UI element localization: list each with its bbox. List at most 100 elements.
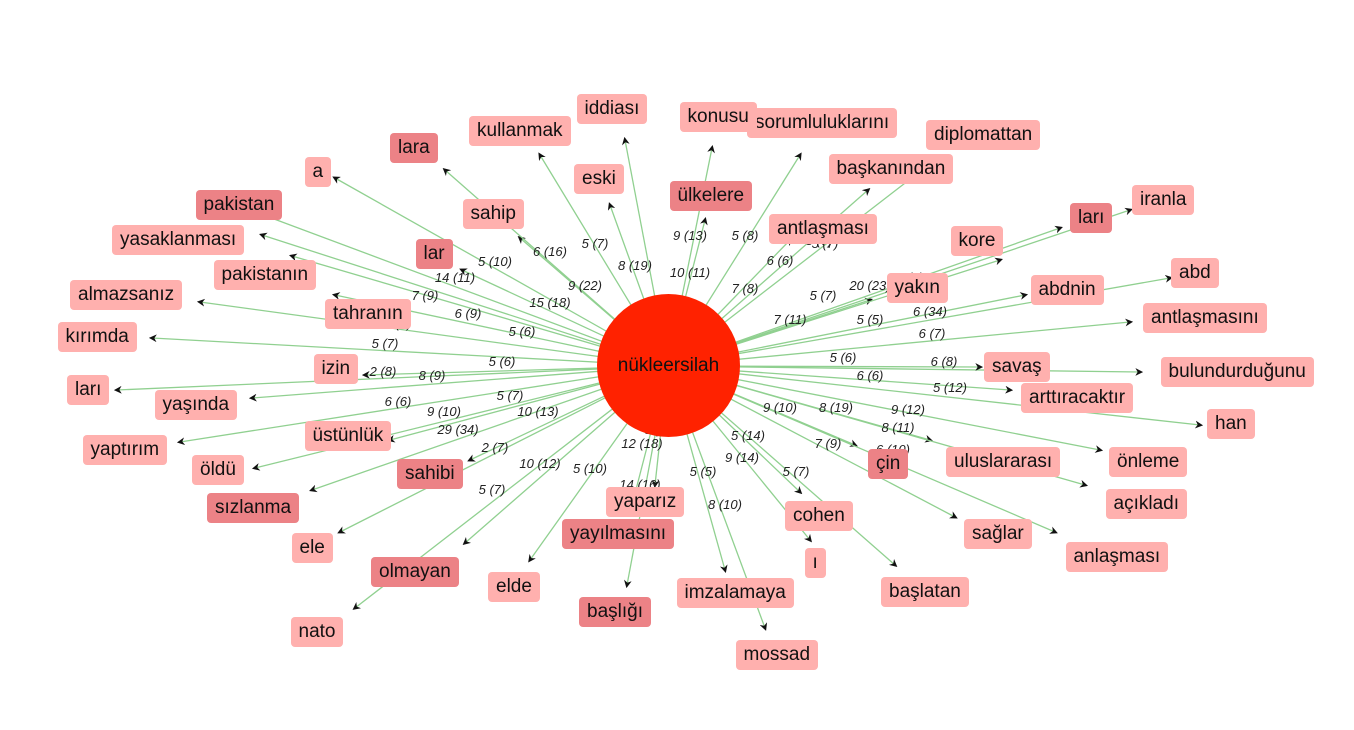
node-label: a	[312, 161, 324, 182]
node-baskanindan[interactable]: başkanından	[828, 154, 954, 184]
node-label: öldü	[200, 459, 236, 480]
node-yapariz[interactable]: yaparız	[606, 487, 685, 517]
edge-label: 7 (8)	[732, 281, 759, 296]
node-iranla[interactable]: iranla	[1132, 185, 1195, 215]
node-tahranin[interactable]: tahranın	[325, 299, 411, 329]
node-olmayan[interactable]: olmayan	[371, 557, 459, 587]
node-cin[interactable]: çin	[868, 449, 909, 479]
node-almazsaniz[interactable]: almazsanız	[70, 280, 183, 310]
node-baslatan[interactable]: başlatan	[881, 577, 969, 607]
node-label: imzalamaya	[684, 582, 786, 603]
node-diplomattan[interactable]: diplomattan	[926, 120, 1041, 150]
node-label: üstünlük	[312, 425, 384, 446]
edge-onleme	[667, 365, 1104, 453]
node-label: kore	[958, 230, 996, 251]
node-sahibi[interactable]: sahibi	[397, 459, 463, 489]
edge-label: 2 (8)	[369, 364, 397, 379]
edge-bulundurdugunu	[667, 365, 1144, 376]
node-kore[interactable]: kore	[950, 226, 1004, 256]
edge-label: 6 (16)	[533, 244, 567, 259]
edge-label: 9 (22)	[568, 278, 602, 293]
node-label: tahranın	[333, 303, 403, 324]
node-abdnin[interactable]: abdnin	[1030, 275, 1104, 305]
node-label: iranla	[1140, 189, 1187, 210]
edge-label: 5 (8)	[732, 228, 759, 243]
edge-label: 10 (12)	[519, 456, 560, 471]
node-ulkelere[interactable]: ülkelere	[669, 181, 753, 211]
node-antlasmasini[interactable]: antlaşmasını	[1143, 303, 1267, 333]
node-label: antlaşmasını	[1151, 307, 1259, 328]
node-label: sahip	[470, 203, 516, 224]
node-uluslararasi[interactable]: uluslararası	[946, 447, 1061, 477]
edge-pakistan	[255, 210, 669, 367]
edge-label: 5 (10)	[573, 461, 607, 476]
node-sahip[interactable]: sahip	[462, 199, 524, 229]
edge-label: 5 (14)	[731, 428, 765, 443]
node-label: yaptırım	[90, 439, 160, 460]
node-label: konusu	[687, 106, 749, 127]
node-label: başkanından	[836, 158, 946, 179]
edge-label: 6 (9)	[455, 306, 482, 321]
edge-label: 5 (6)	[489, 354, 516, 369]
node-han[interactable]: han	[1207, 409, 1255, 439]
edge-label: 10 (13)	[517, 404, 558, 419]
edge-label: 5 (7)	[783, 464, 810, 479]
edge-label: 5 (6)	[509, 324, 536, 339]
node-kirimda[interactable]: kırımda	[57, 322, 137, 352]
node-mossad[interactable]: mossad	[735, 640, 819, 670]
edge-label: 9 (10)	[427, 404, 461, 419]
node-yaptirim[interactable]: yaptırım	[82, 435, 168, 465]
node-imzalamaya[interactable]: imzalamaya	[676, 578, 794, 608]
node-elde[interactable]: elde	[488, 572, 540, 602]
node-lar[interactable]: lar	[415, 239, 453, 269]
node-anlasmasi[interactable]: anlaşması	[1065, 542, 1169, 572]
node-ustunluk[interactable]: üstünlük	[304, 421, 392, 451]
edge-label: 6 (7)	[919, 326, 946, 341]
node-lari_left[interactable]: ları	[67, 375, 110, 405]
node-abd[interactable]: abd	[1171, 258, 1219, 288]
center-node[interactable]: nükleersilah	[597, 294, 740, 437]
node-pakistan[interactable]: pakistan	[195, 190, 283, 220]
node-label: ülkelere	[677, 185, 745, 206]
edge-label: 8 (10)	[708, 497, 742, 512]
node-sizlanma[interactable]: sızlanma	[207, 493, 300, 523]
node-yayilmasini[interactable]: yayılmasını	[562, 519, 675, 549]
node-yasinda[interactable]: yaşında	[154, 390, 238, 420]
node-bulundurdugunu[interactable]: bulundurduğunu	[1160, 357, 1314, 387]
node-basligi[interactable]: başlığı	[579, 597, 651, 627]
edge-label: 15 (18)	[529, 295, 570, 310]
node-ele[interactable]: ele	[291, 533, 333, 563]
node-pakistanin[interactable]: pakistanın	[213, 260, 317, 290]
node-lara[interactable]: lara	[390, 133, 438, 163]
node-arttiracaktir[interactable]: arttıracaktır	[1021, 383, 1134, 413]
node-yakin[interactable]: yakın	[886, 273, 948, 303]
node-label: abd	[1179, 262, 1211, 283]
node-yasaklanmasi[interactable]: yasaklanması	[112, 225, 245, 255]
edge-han	[667, 365, 1204, 429]
node-cohen[interactable]: cohen	[785, 501, 853, 531]
node-iddiasi[interactable]: iddiası	[576, 94, 648, 124]
edge-label: 7 (9)	[815, 436, 842, 451]
node-lari_right[interactable]: ları	[1070, 203, 1113, 233]
node-eski[interactable]: eski	[574, 164, 624, 194]
node-onleme[interactable]: önleme	[1109, 447, 1188, 477]
node-label: han	[1215, 413, 1247, 434]
node-oldu[interactable]: öldü	[192, 455, 244, 485]
node-antlasmasi[interactable]: antlaşması	[769, 214, 877, 244]
node-kullanmak[interactable]: kullanmak	[469, 116, 571, 146]
node-saglar[interactable]: sağlar	[964, 519, 1032, 549]
edge-label: 12 (18)	[621, 436, 662, 451]
edge-label: 6 (8)	[931, 354, 958, 369]
edge-label: 6 (6)	[385, 394, 412, 409]
node-acikladi[interactable]: açıkladı	[1105, 489, 1187, 519]
node-savas[interactable]: savaş	[984, 352, 1050, 382]
node-nato[interactable]: nato	[290, 617, 344, 647]
node-izin[interactable]: izin	[313, 354, 359, 384]
node-label: eski	[582, 168, 616, 189]
node-label: yasaklanması	[120, 229, 237, 250]
edge-label: 5 (7)	[479, 482, 506, 497]
node-i[interactable]: ı	[804, 548, 826, 578]
node-sorumluluklarini[interactable]: sorumluluklarını	[747, 108, 898, 138]
node-konusu[interactable]: konusu	[679, 102, 757, 132]
node-a[interactable]: a	[304, 157, 332, 187]
